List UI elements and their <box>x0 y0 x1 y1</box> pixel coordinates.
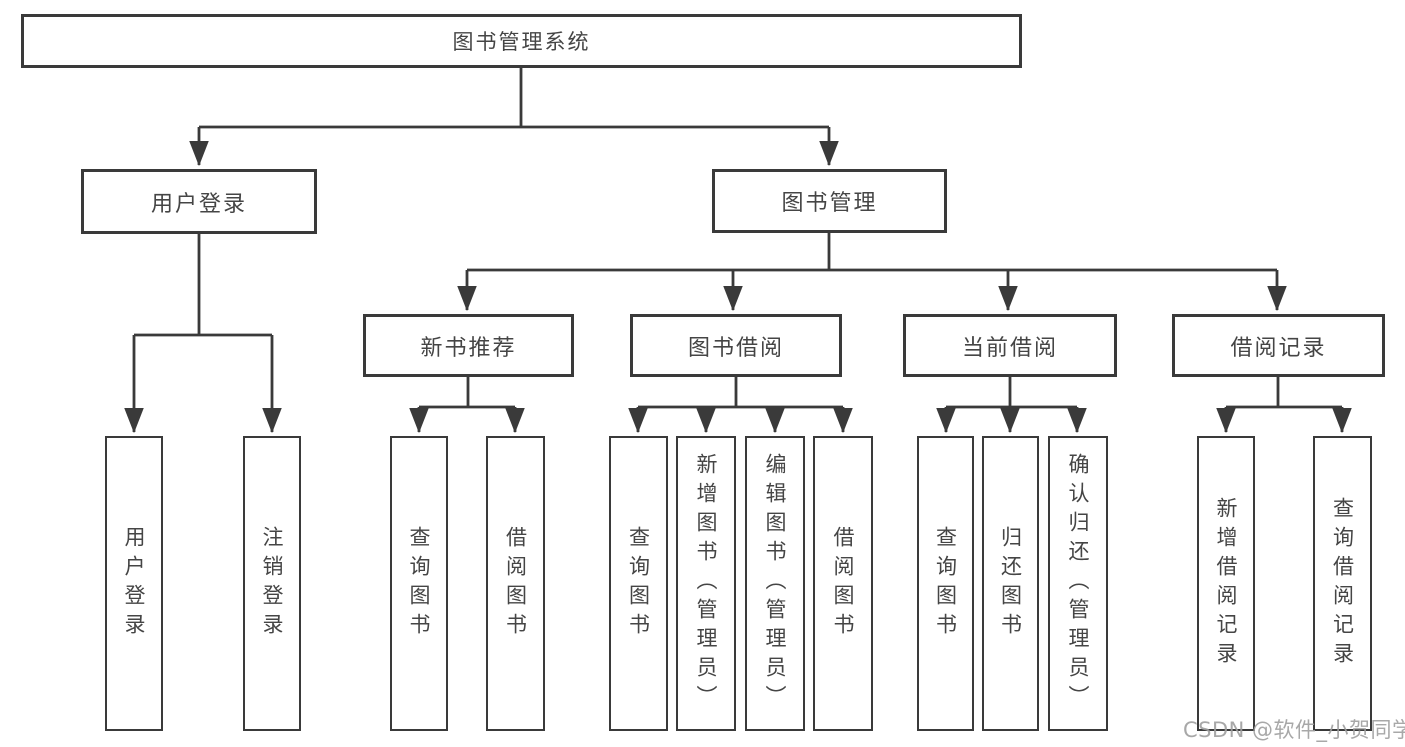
node-book-borrowing: 图书借阅 <box>630 314 842 377</box>
node-add-books-admin: 新增图书（管理员） <box>676 436 736 731</box>
node-book-management: 图书管理 <box>712 169 947 233</box>
node-user-login-leaf: 用户登录 <box>105 436 163 731</box>
node-borrowing-records: 借阅记录 <box>1172 314 1385 377</box>
node-edit-books-admin: 编辑图书（管理员） <box>745 436 805 731</box>
node-confirm-return-admin: 确认归还（管理员） <box>1048 436 1108 731</box>
node-logout: 注销登录 <box>243 436 301 731</box>
connector-current-borrow <box>946 377 1077 409</box>
node-add-borrow-record: 新增借阅记录 <box>1197 436 1255 731</box>
node-current-borrowing: 当前借阅 <box>903 314 1117 377</box>
connector-user-login <box>134 234 272 337</box>
node-new-book-recommend: 新书推荐 <box>363 314 574 377</box>
node-borrow-books-recommend: 借阅图书 <box>486 436 545 731</box>
connector-root <box>199 68 829 129</box>
node-library-management-system: 图书管理系统 <box>21 14 1022 68</box>
node-query-books-borrow: 查询图书 <box>609 436 668 731</box>
node-query-books-current: 查询图书 <box>917 436 974 731</box>
connector-new-book <box>419 377 515 409</box>
node-query-books-recommend: 查询图书 <box>390 436 448 731</box>
node-user-login: 用户登录 <box>81 169 317 234</box>
node-borrow-books-leaf: 借阅图书 <box>813 436 873 731</box>
connector-book-management <box>467 233 1277 272</box>
node-return-books: 归还图书 <box>982 436 1039 731</box>
csdn-watermark: CSDN @软件_小贺同学 <box>1183 718 1405 742</box>
node-query-borrow-record: 查询借阅记录 <box>1313 436 1372 731</box>
connector-book-borrow <box>638 377 843 409</box>
connector-borrow-records <box>1226 377 1342 409</box>
